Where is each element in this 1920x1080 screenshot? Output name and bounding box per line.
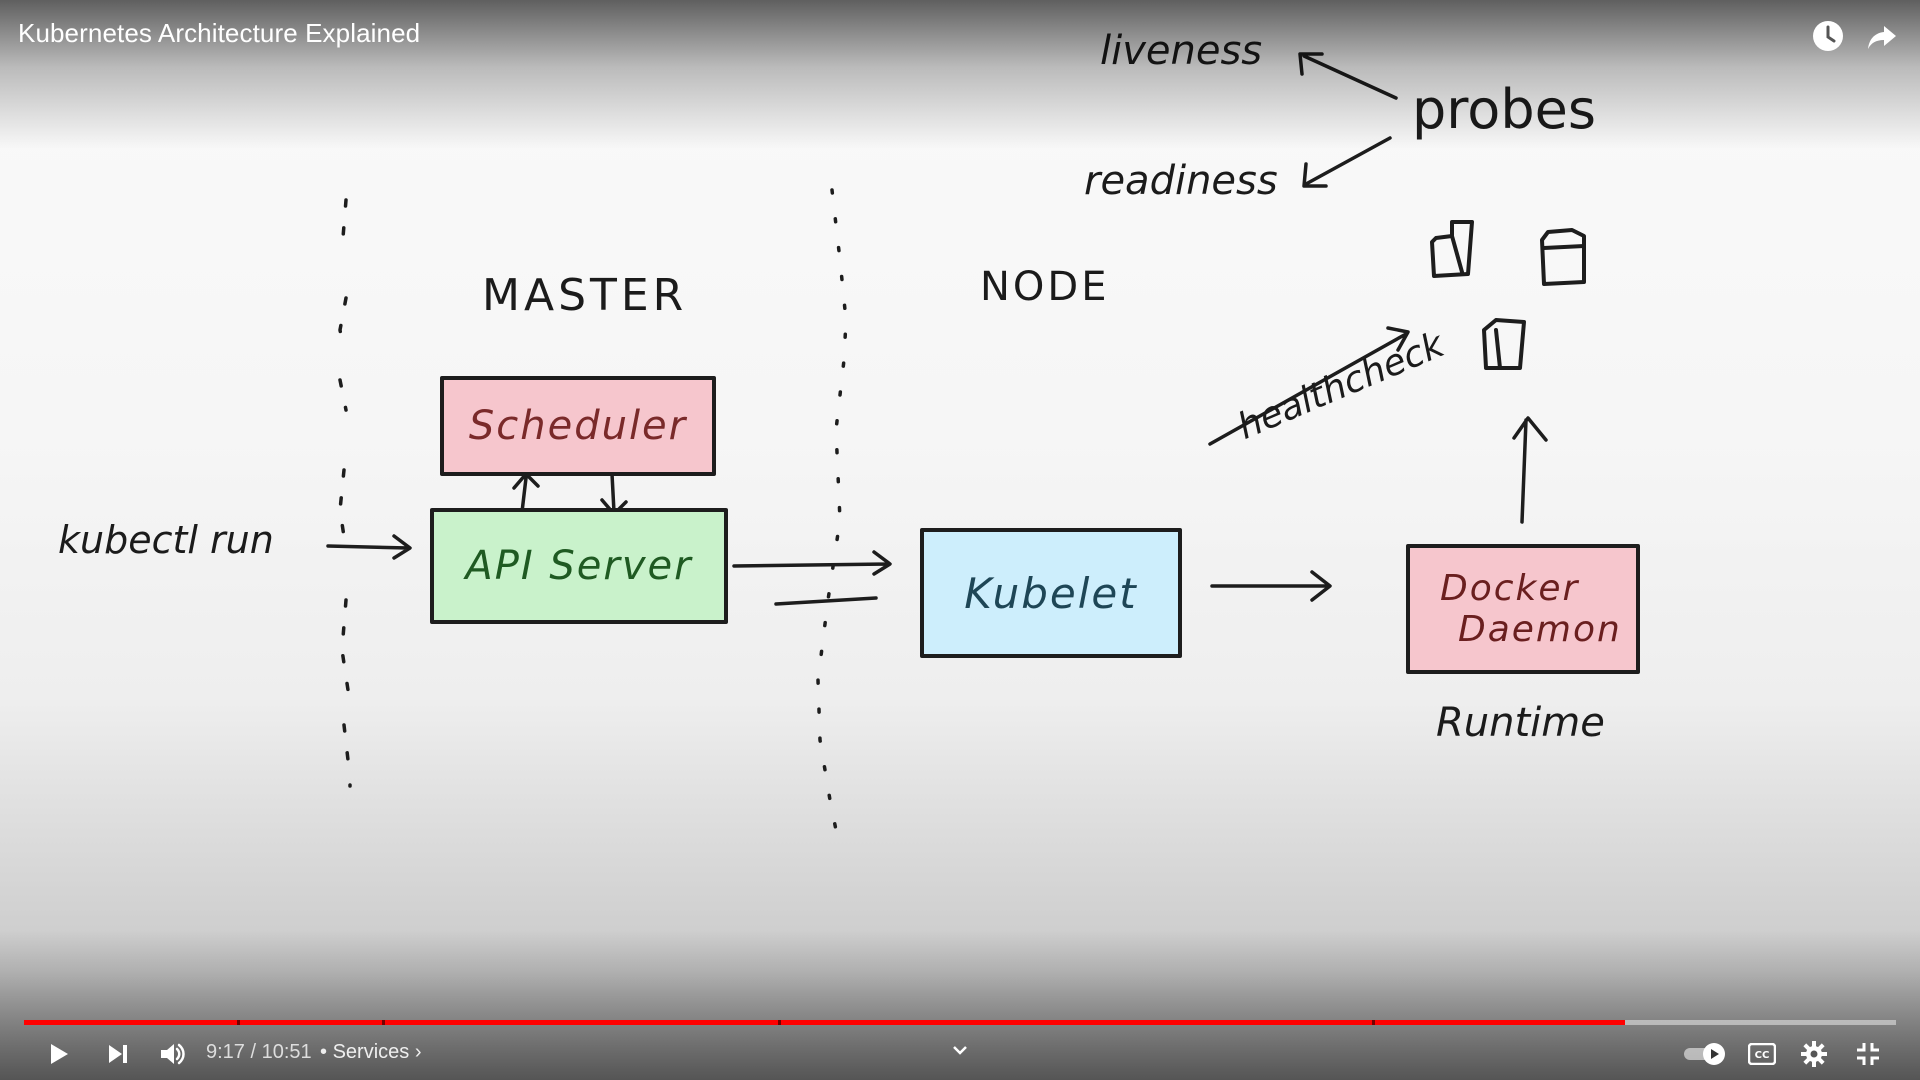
kubelet-label: Kubelet bbox=[964, 568, 1138, 618]
docker-daemon-line1: Docker bbox=[1440, 568, 1580, 609]
runtime-label: Runtime bbox=[1436, 700, 1605, 746]
expand-chevron-icon bbox=[953, 1046, 967, 1055]
api-to-kubelet-arrow bbox=[732, 550, 892, 576]
chapter-prefix: • bbox=[320, 1041, 328, 1063]
volume-icon bbox=[161, 1043, 185, 1065]
kubectl-run-label: kubectl run bbox=[58, 518, 274, 562]
settings-icon bbox=[1801, 1041, 1827, 1067]
current-time: 9:17 bbox=[206, 1041, 245, 1063]
bottom-shade bbox=[0, 930, 1920, 1080]
share-icon[interactable] bbox=[1864, 18, 1900, 54]
chapter-marker bbox=[381, 1020, 385, 1025]
master-label: MASTER bbox=[482, 270, 688, 321]
middle-divider-line bbox=[816, 188, 848, 832]
duration: 10:51 bbox=[261, 1041, 312, 1063]
docker-to-containers-arrow bbox=[1512, 416, 1548, 524]
kubelet-box: Kubelet bbox=[920, 528, 1182, 658]
api-server-box: API Server bbox=[430, 508, 728, 624]
time-display: 9:17 / 10:51 bbox=[206, 1041, 312, 1064]
settings-button[interactable] bbox=[1794, 1034, 1834, 1074]
api-to-scheduler-arrow bbox=[512, 472, 540, 514]
scheduler-label: Scheduler bbox=[468, 403, 688, 449]
volume-button[interactable] bbox=[152, 1034, 192, 1074]
watch-later-icon[interactable] bbox=[1810, 18, 1846, 54]
play-icon bbox=[51, 1044, 68, 1064]
exit-fullscreen-icon bbox=[1857, 1043, 1879, 1065]
kubectl-arrow bbox=[326, 534, 412, 560]
docker-daemon-line2: Daemon bbox=[1458, 609, 1622, 650]
autoplay-toggle[interactable] bbox=[1682, 1034, 1730, 1074]
chapter-marker bbox=[778, 1020, 782, 1025]
chapter-marker bbox=[237, 1020, 241, 1025]
chapter-button[interactable]: • Services › bbox=[320, 1041, 422, 1064]
chapter-name: Services bbox=[332, 1041, 410, 1063]
readiness-label: readiness bbox=[1084, 158, 1278, 204]
exit-fullscreen-button[interactable] bbox=[1848, 1034, 1888, 1074]
next-button[interactable] bbox=[98, 1034, 138, 1074]
top-shade bbox=[0, 0, 1920, 150]
node-label: NODE bbox=[980, 264, 1110, 310]
play-button[interactable] bbox=[38, 1034, 78, 1074]
container-icons bbox=[1430, 220, 1586, 370]
left-divider-line bbox=[338, 198, 352, 788]
svg-text:CC: CC bbox=[1755, 1050, 1770, 1061]
scheduler-box: Scheduler bbox=[440, 376, 716, 476]
video-title[interactable]: Kubernetes Architecture Explained bbox=[18, 18, 421, 48]
chapter-marker bbox=[1371, 1020, 1375, 1025]
captions-icon: CC bbox=[1748, 1043, 1776, 1065]
progress-bar[interactable] bbox=[24, 1020, 1896, 1025]
progress-fill bbox=[24, 1020, 1626, 1025]
healthcheck-arrow bbox=[1208, 326, 1410, 446]
time-separator: / bbox=[244, 1041, 262, 1063]
expand-chevron-button[interactable] bbox=[940, 1030, 980, 1070]
kubelet-to-docker-arrow bbox=[1210, 570, 1332, 602]
api-server-label: API Server bbox=[465, 543, 693, 589]
kubelet-to-api-line bbox=[774, 596, 878, 606]
docker-daemon-box: Docker Daemon bbox=[1406, 544, 1640, 674]
autoplay-toggle-icon bbox=[1684, 1043, 1725, 1065]
next-icon bbox=[109, 1045, 127, 1063]
captions-button[interactable]: CC bbox=[1742, 1034, 1782, 1074]
chapter-chevron-icon: › bbox=[414, 1041, 422, 1063]
